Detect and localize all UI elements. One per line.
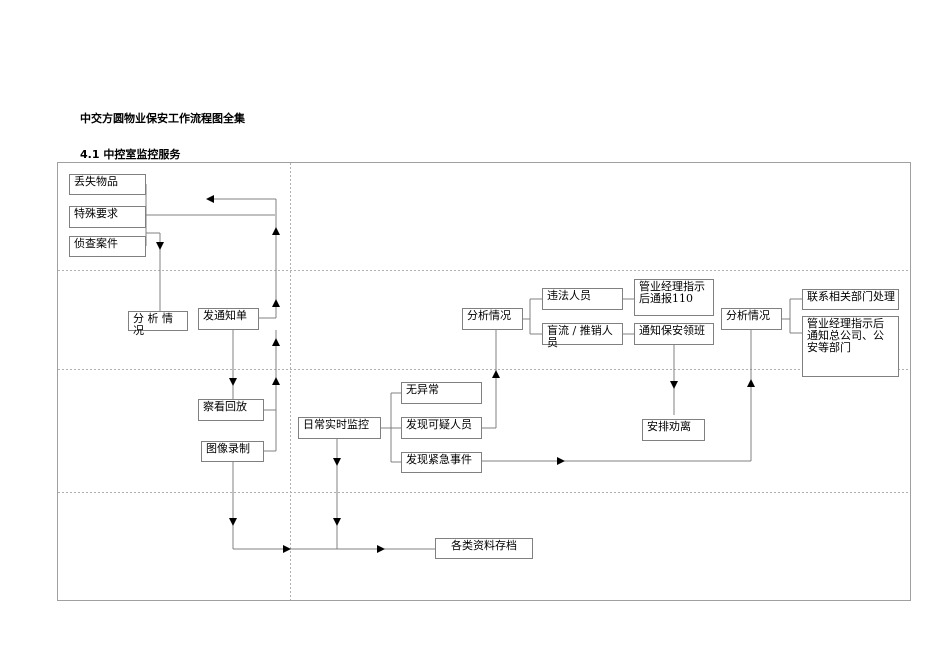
outer-frame: [57, 162, 911, 601]
connectors: [145, 184, 802, 550]
lane-dividers: [58, 163, 910, 600]
arrowheads: [156, 195, 755, 553]
node-video-recording: 图像录制: [201, 441, 264, 462]
node-violator: 违法人员: [542, 288, 623, 310]
node-emergency-event: 发现紧急事件: [401, 452, 482, 473]
node-contact-department: 联系相关部门处理: [802, 289, 899, 310]
node-vagrant-salesperson: 盲流 / 推销人员: [542, 323, 623, 349]
node-lost-items: 丢失物品: [69, 174, 146, 195]
node-manager-notify-hq: 管业经理指示后通知总公司、公安等部门: [802, 316, 899, 377]
node-investigate-case: 侦查案件: [69, 236, 146, 257]
node-special-requirement: 特殊要求: [69, 206, 146, 228]
node-daily-monitoring: 日常实时监控: [298, 417, 381, 439]
node-archive-records: 各类资料存档: [435, 538, 533, 559]
node-suspicious-person: 发现可疑人员: [401, 417, 482, 439]
node-manager-report-110: 管业经理指示后通报110: [634, 279, 714, 316]
node-send-notice: 发通知单: [198, 308, 259, 330]
node-notify-guard-leader: 通知保安领班: [634, 323, 714, 345]
node-arrange-persuade: 安排劝离: [642, 419, 705, 441]
node-analyze-situation-3: 分析情况: [721, 308, 782, 330]
document-title: 中交方圆物业保安工作流程图全集: [80, 112, 245, 125]
node-review-playback: 察看回放: [198, 399, 264, 421]
node-analyze-situation-1: 分 析 情 况: [128, 311, 188, 337]
section-title: 4.1 中控室监控服务: [80, 148, 181, 161]
node-analyze-situation-2: 分析情况: [462, 308, 523, 330]
node-no-abnormality: 无异常: [401, 382, 482, 404]
